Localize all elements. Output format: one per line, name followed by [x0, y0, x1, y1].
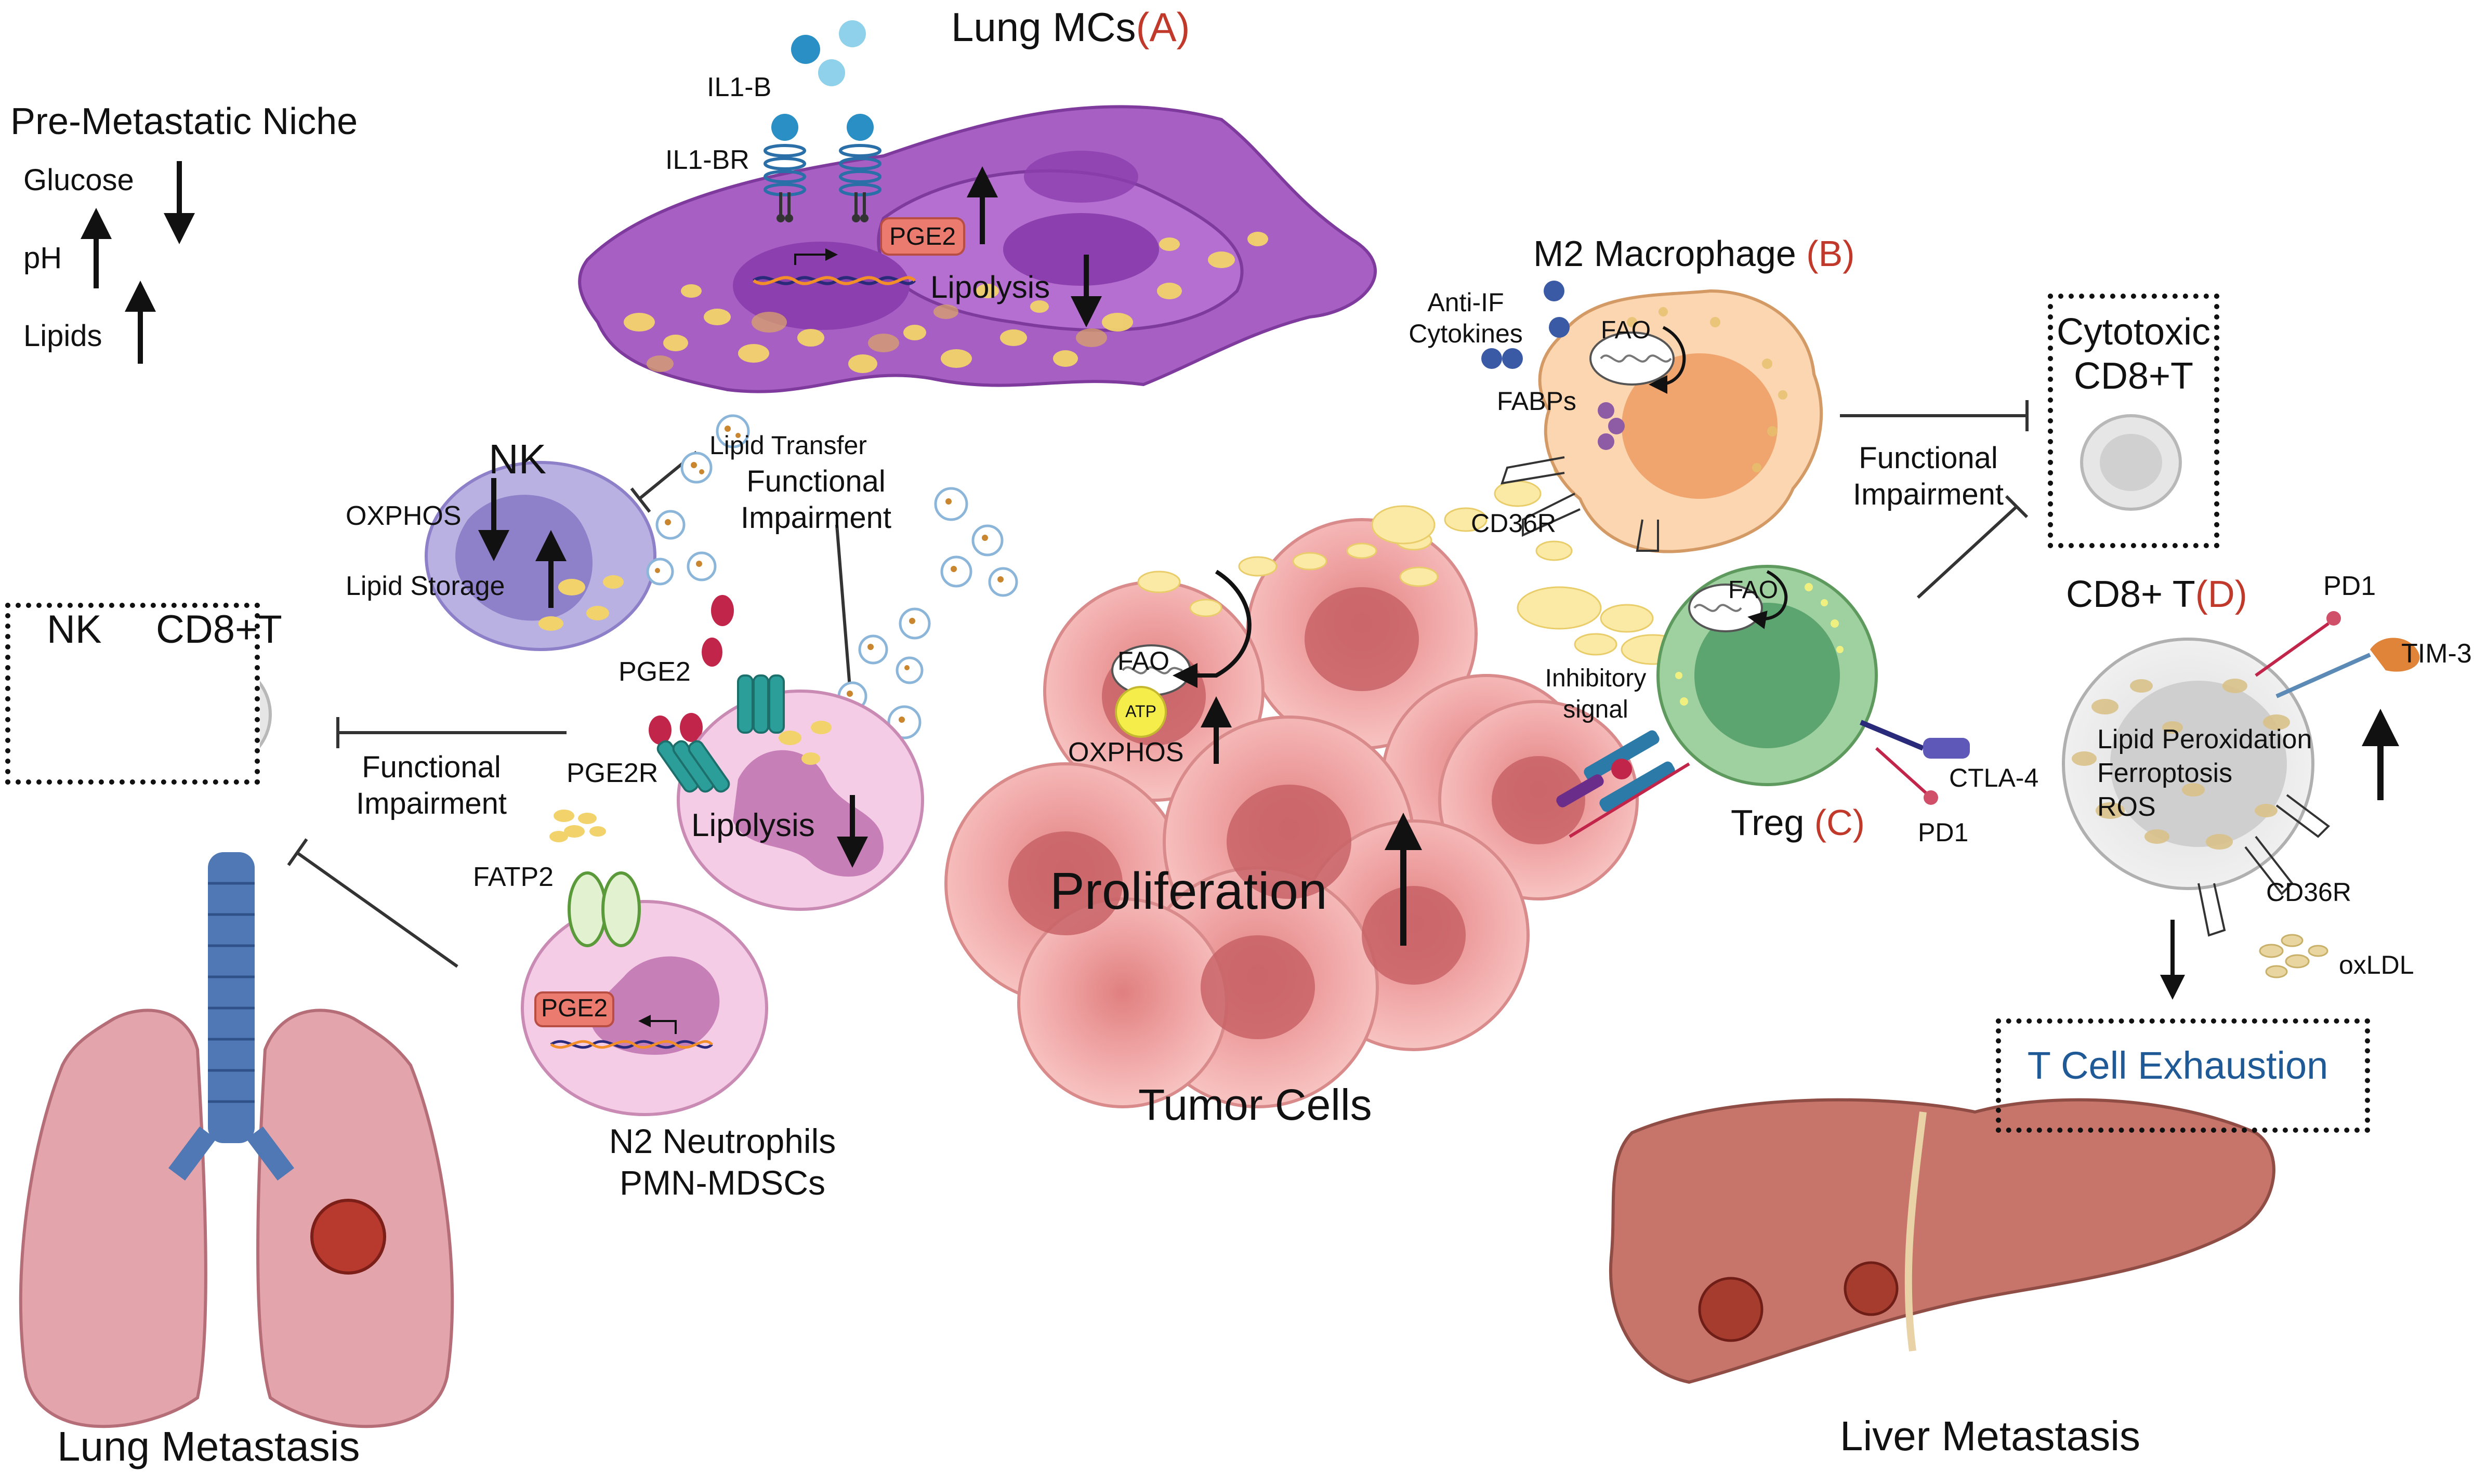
ros-label: ROS [2097, 792, 2156, 822]
oxphos-tumor-label: OXPHOS [1068, 737, 1184, 767]
atp-label: ATP [1125, 702, 1156, 721]
lung-icon [19, 852, 454, 1428]
pd1-label: PD1 [2323, 571, 2376, 601]
oxphos-nk-label: OXPHOS [346, 501, 462, 531]
oxldl-label: oxLDL [2339, 950, 2414, 979]
premet-title: Pre-Metastatic Niche [10, 101, 358, 142]
functional-impairment-mid-1: Functional [746, 465, 886, 498]
pge2-free-label: PGE2 [618, 657, 691, 687]
pge2r-receptor-icon [656, 674, 785, 793]
vesicle-icon [646, 414, 1018, 739]
pmn-mdscs-label: PMN-MDSCs [620, 1163, 825, 1202]
tumor-cells-label: Tumor Cells [1138, 1080, 1372, 1129]
lipid-storage-label: Lipid Storage [346, 571, 505, 601]
inhibitory-receptors [1556, 720, 1970, 838]
pd1-treg-label: PD1 [1918, 818, 1969, 847]
anti-if-label-2: Cytokines [1409, 319, 1523, 348]
cytotoxic-label-2: CD8+T [2073, 355, 2194, 397]
lipid-perox-label: Lipid Peroxidation [2097, 724, 2312, 754]
box-nk-cd8-frame [5, 603, 260, 785]
fao-mac-label: FAO [1601, 316, 1651, 344]
lipid-transfer-label: Lipid Transfer [709, 431, 867, 460]
cd8t-title: CD8+ T(D) [2066, 574, 2247, 615]
receptor-icon [764, 144, 881, 222]
il1br-label: IL1-BR [665, 145, 749, 175]
box-nk-label: NK [47, 607, 102, 652]
liver-metastasis-label: Liver Metastasis [1840, 1413, 2140, 1459]
lipolysis-mc-label: Lipolysis [930, 270, 1050, 304]
ctla4-label: CTLA-4 [1949, 763, 2039, 792]
nk-label: NK [489, 436, 547, 482]
pge2r-label: PGE2R [567, 758, 659, 788]
box-cd8-label: CD8+T [156, 607, 282, 652]
m2-macrophage [1501, 289, 1823, 553]
neutrophil-upper [677, 690, 924, 911]
cd36r-mac-label: CD36R [1471, 509, 1556, 538]
box-cytotoxic-frame [2048, 294, 2219, 548]
functional-impairment-left-1: Functional [362, 750, 501, 784]
functional-impairment-right-1: Functional [1859, 441, 1998, 475]
n2-neutrophils-label: N2 Neutrophils [609, 1122, 836, 1160]
ferroptosis-label: Ferroptosis [2097, 758, 2233, 788]
proliferation-label: Proliferation [1050, 862, 1327, 920]
cd36r-cd8-label: CD36R [2266, 878, 2351, 907]
box-exhaustion-frame [1996, 1018, 2370, 1133]
glucose-label: Glucose [23, 163, 134, 197]
inhibitory-label-2: signal [1563, 696, 1628, 723]
il1b-molecules [771, 20, 874, 141]
dna-icon [753, 248, 916, 285]
neutrophil-lower [521, 871, 768, 1116]
cytotoxic-cd8-cell [2080, 414, 2182, 511]
inhibitory-label-1: Inhibitory [1545, 665, 1647, 692]
treg-label: Treg (C) [1731, 802, 1865, 843]
functional-impairment-right-2: Impairment [1852, 478, 2004, 511]
treg-cell [1656, 565, 1878, 786]
t-cell-exhaustion-label: T Cell Exhaustion [2027, 1044, 2328, 1087]
lipolysis-neut-label: Lipolysis [691, 807, 815, 843]
anti-if-label-1: Anti-IF [1427, 288, 1504, 317]
fatp2-label: FATP2 [473, 862, 554, 892]
fao-tumor-label: FAO [1117, 646, 1170, 675]
functional-impairment-mid-2: Impairment [740, 501, 892, 535]
pge2-mc-label: PGE2 [889, 223, 956, 250]
cd8-exhausted-cell [2062, 611, 2420, 937]
premet-arrows [81, 161, 195, 364]
lung-mc-cells [578, 105, 1377, 393]
tim3-label: TIM-3 [2401, 639, 2472, 669]
m2-macrophage-title: M2 Macrophage (B) [1533, 233, 1855, 274]
il1b-label: IL1-B [707, 72, 772, 102]
pge2-neut-label: PGE2 [541, 995, 608, 1022]
lung-mcs-title: Lung MCs(A) [951, 4, 1190, 50]
lung-metastasis-label: Lung Metastasis [57, 1423, 360, 1469]
fabps-label: FABPs [1497, 387, 1576, 416]
fao-treg-label: FAO [1728, 576, 1779, 604]
nk-cell [425, 461, 656, 651]
cytotoxic-label-1: Cytotoxic [2056, 311, 2211, 353]
functional-impairment-left-2: Impairment [356, 787, 507, 820]
lipids-label: Lipids [23, 319, 102, 353]
ph-label: pH [23, 241, 62, 275]
liver-icon [1609, 1098, 2275, 1384]
pge2-mc-box [880, 217, 965, 256]
